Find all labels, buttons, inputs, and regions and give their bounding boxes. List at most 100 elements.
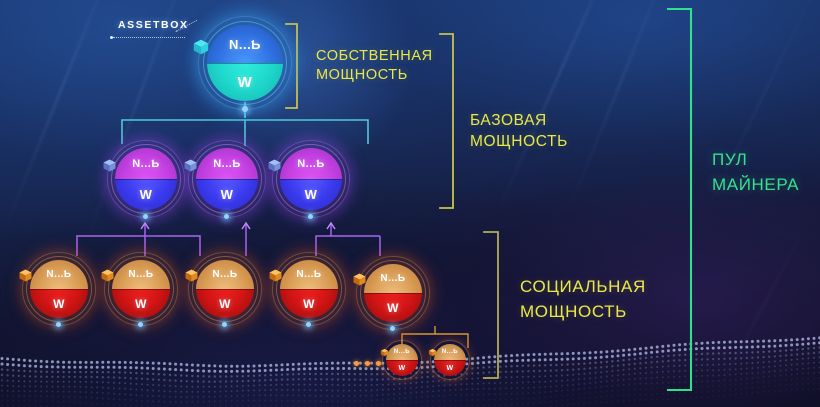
node-disc: N...Ƅ W — [280, 260, 338, 318]
node-label-bottom: W — [135, 296, 147, 311]
node-label-bottom: W — [237, 73, 253, 91]
node-label-top: N...Ƅ — [441, 349, 459, 355]
ellipsis-dot — [354, 361, 359, 366]
node-disc: N...Ƅ W — [112, 260, 170, 318]
cube-icon — [103, 159, 116, 172]
node-divider — [112, 289, 170, 290]
node-half-bottom: W — [434, 360, 466, 376]
node-divider — [280, 179, 342, 180]
node-disc: N...Ƅ W — [280, 148, 342, 210]
node-half-bottom: W — [386, 360, 418, 376]
node-disc: N...Ƅ W — [207, 25, 283, 101]
node-half-top: N...Ƅ — [280, 260, 338, 289]
cube-icon — [185, 269, 198, 282]
caption-own-power-line2: МОЩНОСТЬ — [316, 67, 408, 83]
node-inner-ring — [203, 21, 287, 105]
node-half-top: N...Ƅ — [280, 148, 342, 179]
bracket-miner-pool — [666, 7, 693, 392]
node-inner-ring — [360, 260, 426, 326]
node-inner-ring — [192, 256, 258, 322]
node-status-dot — [242, 106, 248, 112]
node-base-power-2[interactable]: N...Ƅ W — [184, 140, 266, 219]
leader-line — [113, 37, 185, 39]
node-label-bottom: W — [219, 296, 231, 311]
node-divider — [386, 360, 418, 361]
caption-social-power-line2: МОЩНОСТЬ — [520, 302, 627, 321]
node-divider — [434, 360, 466, 361]
node-base-power-3[interactable]: N...Ƅ W — [268, 140, 350, 219]
node-divider — [280, 289, 338, 290]
node-half-bottom: W — [112, 289, 170, 318]
node-half-top: N...Ƅ — [30, 260, 88, 289]
node-social-power-3[interactable]: N...Ƅ W — [185, 252, 262, 327]
bracket-social-power — [483, 231, 499, 379]
node-base-power-1[interactable]: N...Ƅ W — [103, 140, 185, 219]
node-label-bottom: W — [220, 187, 234, 202]
node-disc: N...Ƅ W — [196, 260, 254, 318]
caption-base-power-line2: МОЩНОСТЬ — [470, 133, 568, 150]
node-social-power-2[interactable]: N...Ƅ W — [101, 252, 178, 327]
node-half-bottom: W — [196, 289, 254, 318]
node-disc: N...Ƅ W — [434, 344, 466, 376]
node-half-top: N...Ƅ — [196, 148, 258, 179]
node-inner-ring — [108, 256, 174, 322]
cube-icon — [269, 269, 282, 282]
node-label-bottom: W — [446, 364, 454, 372]
node-half-bottom: W — [196, 179, 258, 210]
node-half-top: N...Ƅ — [196, 260, 254, 289]
node-label-top: N...Ƅ — [46, 269, 72, 280]
node-label-top: N...Ƅ — [297, 157, 325, 170]
node-disc: N...Ƅ W — [30, 260, 88, 318]
node-divider — [115, 179, 177, 180]
node-status-dot — [143, 214, 148, 219]
node-half-top: N...Ƅ — [115, 148, 177, 179]
node-label-top: N...Ƅ — [213, 157, 241, 170]
node-label-top: N...Ƅ — [393, 349, 411, 355]
node-divider — [364, 293, 422, 294]
cube-icon — [353, 273, 366, 286]
node-half-bottom: W — [207, 63, 283, 101]
node-disc: N...Ƅ W — [196, 148, 258, 210]
node-label-top: N...Ƅ — [128, 269, 154, 280]
node-inner-ring — [111, 144, 181, 214]
node-label-bottom: W — [387, 300, 399, 315]
node-disc: N...Ƅ W — [364, 264, 422, 322]
node-half-top: N...Ƅ — [112, 260, 170, 289]
node-disc: N...Ƅ W — [115, 148, 177, 210]
node-half-bottom: W — [364, 293, 422, 322]
node-half-bottom: W — [280, 179, 342, 210]
node-social-power-4[interactable]: N...Ƅ W — [269, 252, 346, 327]
light-streak — [3, 0, 119, 230]
node-disc: N...Ƅ W — [386, 344, 418, 376]
node-half-top: N...Ƅ — [364, 264, 422, 293]
node-label-bottom: W — [304, 187, 318, 202]
node-social-power-5[interactable]: N...Ƅ W — [353, 256, 430, 331]
ellipsis-dot — [376, 361, 381, 366]
node-social-sub-2[interactable]: N...Ƅ W — [428, 340, 470, 380]
light-streak — [563, 0, 680, 220]
cube-icon — [101, 269, 114, 282]
cube-icon — [268, 159, 281, 172]
node-outer-ring — [382, 340, 422, 380]
node-divider — [196, 179, 258, 180]
node-status-dot — [390, 326, 395, 331]
node-social-sub-1[interactable]: N...Ƅ W — [380, 340, 422, 380]
node-label-top: N...Ƅ — [380, 273, 406, 284]
caption-base-power-line1: БАЗОВАЯ — [470, 112, 547, 129]
node-social-power-1[interactable]: N...Ƅ W — [19, 252, 96, 327]
node-status-dot — [224, 214, 229, 219]
node-half-top: N...Ƅ — [434, 344, 466, 360]
node-status-dot — [138, 322, 143, 327]
caption-own-power-line1: СОБСТВЕННАЯ — [316, 48, 433, 64]
node-status-dot — [222, 322, 227, 327]
node-label-bottom: W — [398, 364, 406, 372]
cube-icon — [184, 159, 197, 172]
node-divider — [30, 289, 88, 290]
node-inner-ring — [276, 256, 342, 322]
node-own-power[interactable]: N...Ƅ W — [193, 16, 292, 112]
node-label-top: N...Ƅ — [228, 36, 262, 52]
node-divider — [196, 289, 254, 290]
node-half-bottom: W — [115, 179, 177, 210]
caption-miner-pool: ПУЛ МАЙНЕРА — [712, 147, 799, 197]
ellipsis-dot — [365, 361, 370, 366]
